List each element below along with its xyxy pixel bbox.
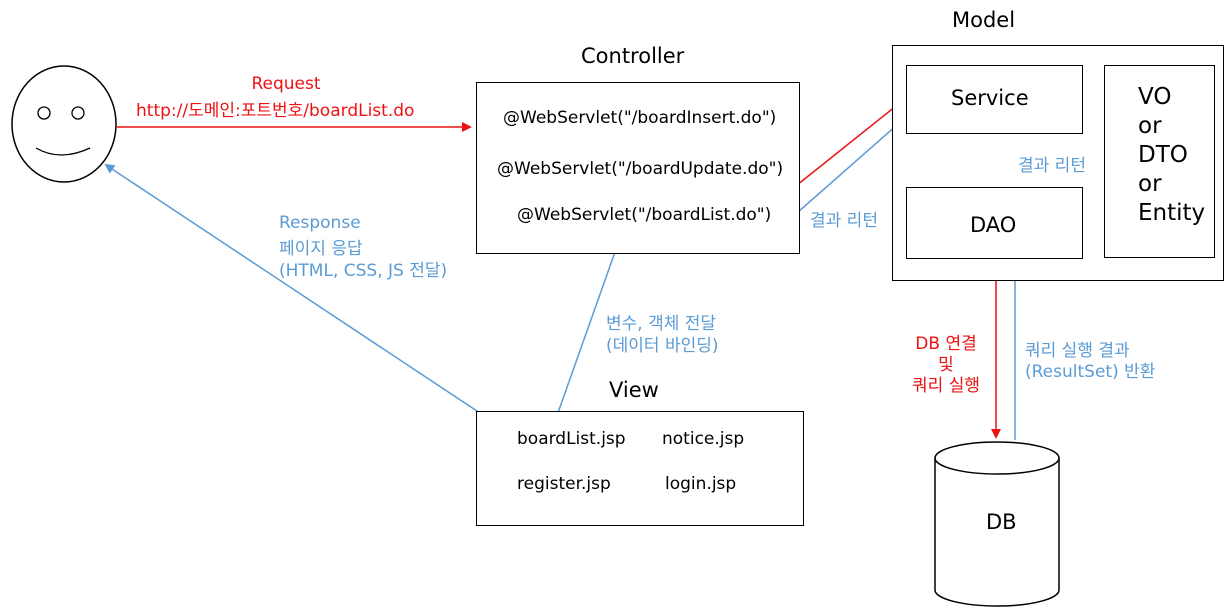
service-box <box>906 65 1083 134</box>
request-url: http://도메인:포트번호/boardList.do <box>136 101 415 121</box>
request-label: Request <box>251 74 321 94</box>
database-cylinder-icon <box>934 441 1060 607</box>
mapping-board-insert: @WebServlet("/boardInsert.do") <box>503 108 777 128</box>
service-controller-return-label: 결과 리턴 <box>810 211 878 231</box>
service-to-controller-arrow <box>779 116 907 229</box>
controller-to-view-arrow <box>551 251 616 426</box>
query-result-label-2: (ResultSet) 반환 <box>1025 362 1156 382</box>
model-title: Model <box>952 8 1016 32</box>
response-arrow <box>104 163 490 420</box>
controller-box <box>476 82 800 254</box>
query-result-label-1: 쿼리 실행 결과 <box>1025 341 1130 361</box>
service-label: Service <box>951 86 1029 110</box>
vo-label: VO <box>1138 84 1172 110</box>
dao-service-return-label: 결과 리턴 <box>1018 156 1086 176</box>
view-file-register: register.jsp <box>517 474 611 494</box>
db-label: DB <box>986 510 1017 534</box>
view-file-boardlist: boardList.jsp <box>517 429 626 449</box>
vo-or-label-1: or <box>1138 113 1162 139</box>
vo-dto-entity-box <box>1104 65 1215 258</box>
response-contents: (HTML, CSS, JS 전달) <box>279 261 448 281</box>
response-page: 페이지 응답 <box>279 239 363 259</box>
view-file-login: login.jsp <box>665 474 737 494</box>
view-file-notice: notice.jsp <box>662 429 745 449</box>
user-smiley-icon <box>11 65 117 183</box>
data-binding-label-1: 변수, 객체 전달 <box>606 314 717 334</box>
mapping-board-list: @WebServlet("/boardList.do") <box>517 205 772 225</box>
dao-label: DAO <box>970 213 1017 237</box>
entity-label: Entity <box>1138 200 1206 226</box>
dto-label: DTO <box>1138 142 1188 168</box>
view-title: View <box>609 378 659 402</box>
view-box <box>476 411 804 526</box>
db-connect-label-3: 쿼리 실행 <box>912 376 980 396</box>
dao-box <box>906 187 1083 259</box>
response-label: Response <box>279 213 361 233</box>
data-binding-label-2: (데이터 바인딩) <box>606 336 719 356</box>
controller-title: Controller <box>581 44 685 68</box>
mapping-board-update: @WebServlet("/boardUpdate.do") <box>497 159 784 179</box>
vo-or-label-2: or <box>1138 171 1162 197</box>
db-connect-label-1: DB 연결 <box>915 334 977 354</box>
db-connect-label-2: 및 <box>938 355 954 375</box>
